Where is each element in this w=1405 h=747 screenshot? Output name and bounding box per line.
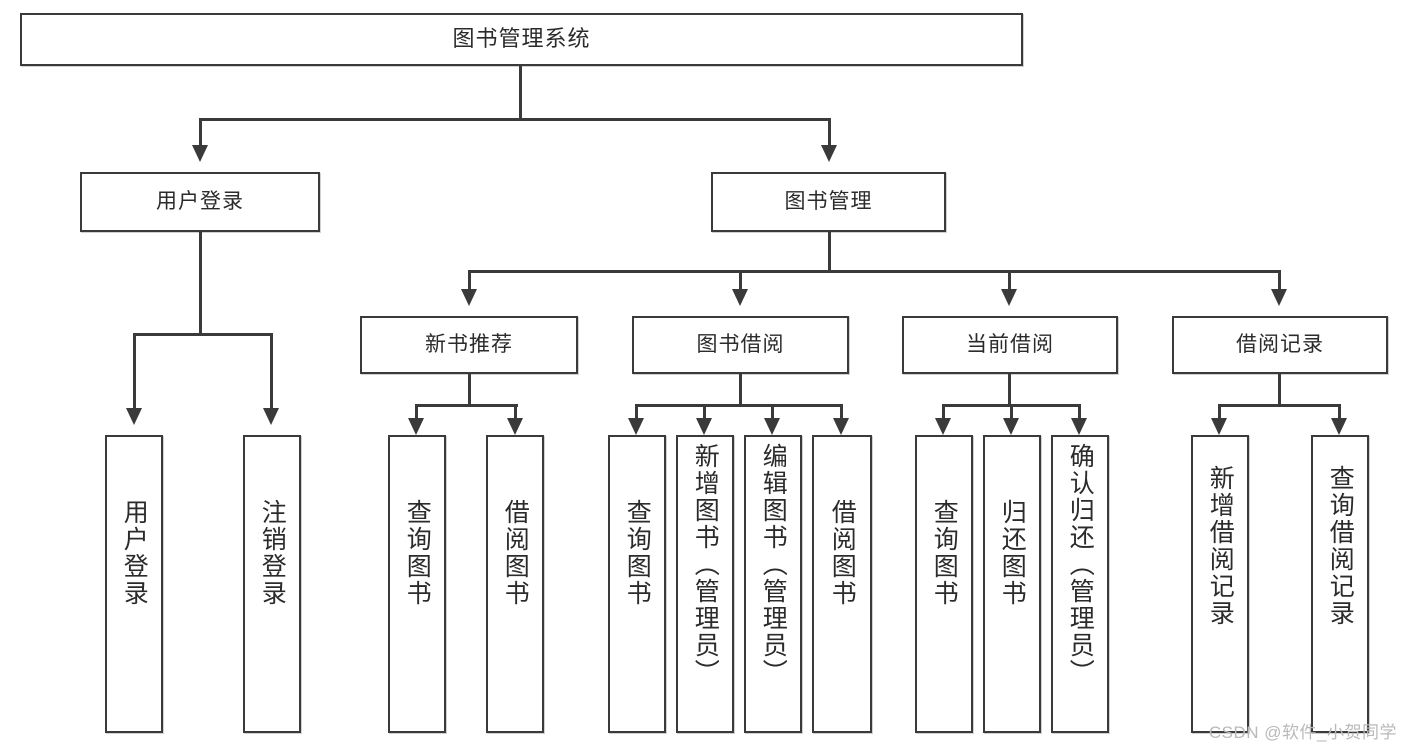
arrow-to-leaf-borrow-book-1 [507, 418, 523, 435]
arrow-to-leaf-confirm-return [1071, 418, 1087, 435]
leaf-add-record[interactable]: 新增借阅记录 [1191, 435, 1249, 733]
arrow-to-borrow-record [1271, 289, 1287, 306]
arrow-root-to-book-manage [821, 145, 837, 162]
node-book-manage[interactable]: 图书管理 [711, 172, 946, 232]
leaf-user-login[interactable]: 用户登录 [105, 435, 163, 733]
arrow-to-leaf-query-record [1331, 418, 1347, 435]
node-borrow-record[interactable]: 借阅记录 [1172, 316, 1388, 374]
connector-to-new-book-recommend [468, 270, 471, 289]
node-current-borrow-label: 当前借阅 [966, 333, 1054, 357]
node-root[interactable]: 图书管理系统 [20, 13, 1023, 66]
node-book-manage-label: 图书管理 [784, 190, 873, 214]
connector-book-manage-bar [468, 270, 1281, 273]
node-book-borrow-label: 图书借阅 [696, 333, 785, 357]
connector-cb-drop-3 [1078, 404, 1081, 418]
arrow-to-new-book-recommend [461, 289, 477, 306]
connector-br-drop-2 [1338, 404, 1341, 418]
leaf-confirm-return[interactable]: 确认归还（管理员） [1051, 435, 1109, 733]
connector-root-to-book-manage [828, 118, 831, 145]
leaf-query-book-3[interactable]: 查询图书 [915, 435, 973, 733]
connector-bb-drop-2 [703, 404, 706, 418]
connector-bb-drop-3 [771, 404, 774, 418]
arrow-to-current-borrow [1001, 289, 1017, 306]
arrow-to-leaf-query-book-1 [408, 418, 424, 435]
leaf-user-logout[interactable]: 注销登录 [243, 435, 301, 733]
connector-br-drop-1 [1218, 404, 1221, 418]
connector-user-login-bar [133, 333, 272, 336]
leaf-query-book-3-label: 查询图书 [930, 499, 959, 607]
leaf-borrow-book-1[interactable]: 借阅图书 [486, 435, 544, 733]
arrow-to-leaf-query-book-2 [628, 418, 644, 435]
connector-borrow-record-bar [1218, 404, 1340, 407]
connector-to-book-borrow [739, 270, 742, 289]
connector-cb-drop-2 [1010, 404, 1013, 418]
leaf-add-book-label: 新增图书（管理员） [691, 443, 720, 686]
connector-root-bar [199, 118, 830, 121]
leaf-query-record[interactable]: 查询借阅记录 [1311, 435, 1369, 733]
leaf-borrow-book-2[interactable]: 借阅图书 [812, 435, 872, 733]
connector-user-login-stem [199, 232, 202, 336]
arrow-to-leaf-add-record [1211, 418, 1227, 435]
connector-book-borrow-bar [635, 404, 842, 407]
connector-nbr-drop-2 [514, 404, 517, 418]
leaf-user-login-label: 用户登录 [120, 499, 149, 607]
connector-to-borrow-record [1278, 270, 1281, 289]
connector-new-book-recommend-stem [468, 374, 471, 406]
node-borrow-record-label: 借阅记录 [1236, 333, 1324, 357]
connector-new-book-recommend-bar [415, 404, 518, 407]
node-current-borrow[interactable]: 当前借阅 [902, 316, 1118, 374]
arrow-to-leaf-add-book [696, 418, 712, 435]
leaf-query-record-label: 查询借阅记录 [1326, 465, 1355, 627]
leaf-query-book-1[interactable]: 查询图书 [388, 435, 446, 733]
leaf-borrow-book-1-label: 借阅图书 [501, 499, 530, 607]
connector-root-stem [519, 66, 522, 120]
connector-user-login-drop-2 [270, 333, 273, 408]
node-book-borrow[interactable]: 图书借阅 [632, 316, 849, 374]
node-new-book-recommend-label: 新书推荐 [425, 333, 513, 357]
node-root-label: 图书管理系统 [452, 26, 591, 52]
node-new-book-recommend[interactable]: 新书推荐 [360, 316, 578, 374]
connector-bb-drop-1 [635, 404, 638, 418]
arrow-to-leaf-borrow-book-2 [833, 418, 849, 435]
connector-current-borrow-stem [1008, 374, 1011, 406]
leaf-edit-book[interactable]: 编辑图书（管理员） [744, 435, 802, 733]
arrow-to-book-borrow [732, 289, 748, 306]
leaf-user-logout-label: 注销登录 [258, 499, 287, 607]
leaf-add-record-label: 新增借阅记录 [1206, 465, 1235, 627]
leaf-query-book-1-label: 查询图书 [403, 499, 432, 607]
node-user-login-label: 用户登录 [156, 190, 244, 214]
arrow-to-leaf-query-book-3 [935, 418, 951, 435]
arrow-to-leaf-return-book [1003, 418, 1019, 435]
arrow-to-leaf-user-logout [263, 408, 279, 425]
connector-nbr-drop-1 [415, 404, 418, 418]
connector-book-manage-stem [828, 232, 831, 272]
leaf-add-book[interactable]: 新增图书（管理员） [676, 435, 734, 733]
connector-to-current-borrow [1008, 270, 1011, 289]
leaf-borrow-book-2-label: 借阅图书 [828, 499, 857, 607]
leaf-confirm-return-label: 确认归还（管理员） [1066, 443, 1095, 686]
leaf-query-book-2-label: 查询图书 [623, 499, 652, 607]
connector-borrow-record-stem [1278, 374, 1281, 406]
connector-bb-drop-4 [840, 404, 843, 418]
leaf-edit-book-label: 编辑图书（管理员） [759, 443, 788, 686]
leaf-return-book-label: 归还图书 [998, 499, 1027, 607]
leaf-query-book-2[interactable]: 查询图书 [608, 435, 666, 733]
connector-book-borrow-stem [739, 374, 742, 406]
leaf-return-book[interactable]: 归还图书 [983, 435, 1041, 733]
arrow-to-leaf-user-login [126, 408, 142, 425]
connector-cb-drop-1 [942, 404, 945, 418]
node-user-login[interactable]: 用户登录 [80, 172, 320, 232]
connector-root-to-user-login [199, 118, 202, 145]
arrow-to-leaf-edit-book [764, 418, 780, 435]
arrow-root-to-user-login [192, 145, 208, 162]
connector-user-login-drop-1 [133, 333, 136, 408]
